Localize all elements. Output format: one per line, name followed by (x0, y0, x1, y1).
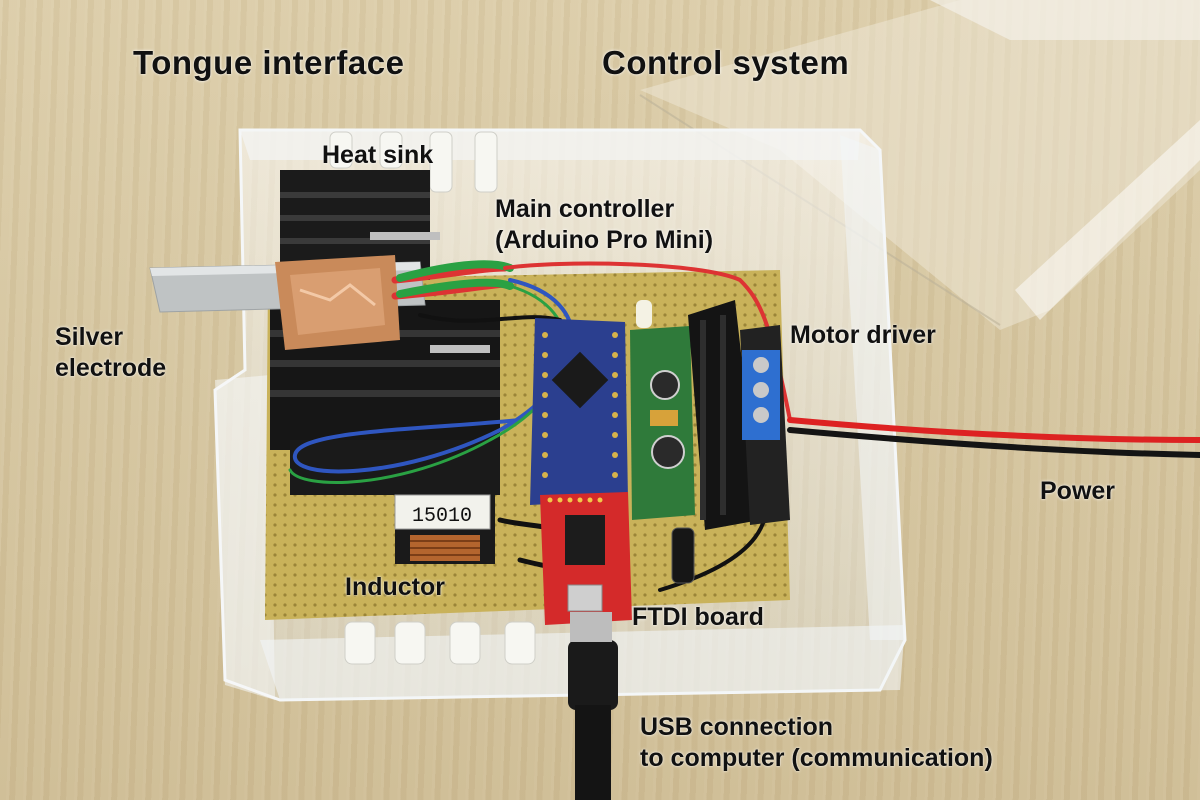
ftdi-board-part (540, 492, 632, 625)
label-inductor: Inductor (345, 573, 445, 601)
label-usb-connection: USB connection to computer (communicatio… (640, 712, 993, 774)
copper-tape (275, 255, 400, 350)
acrylic-lid (639, 0, 1200, 330)
label-main-controller: Main controller (Arduino Pro Mini) (495, 194, 713, 256)
inductor-part: 15010 (394, 492, 495, 564)
label-silver-electrode-line2: electrode (55, 354, 167, 382)
label-silver-electrode: Silver electrode (55, 322, 166, 384)
screw-terminal (742, 350, 780, 440)
label-power: Power (1040, 477, 1116, 505)
usb-cable (568, 612, 618, 800)
label-motor-driver: Motor driver (790, 321, 936, 349)
label-silver-electrode-line1: Silver (55, 323, 124, 351)
label-main-controller-line1: Main controller (495, 195, 675, 223)
standoffs-bottom (344, 621, 536, 665)
heading-control-system: Control system (602, 44, 850, 81)
arduino-pro-mini-part (530, 318, 628, 505)
inductor-code: 15010 (412, 505, 472, 528)
label-heat-sink: Heat sink (322, 141, 434, 169)
label-usb-connection-line2: to computer (communication) (640, 744, 993, 772)
label-usb-connection-line1: USB connection (640, 713, 834, 741)
motor-driver-part (671, 300, 790, 584)
heading-tongue-interface: Tongue interface (133, 44, 405, 81)
standoffs-top (329, 131, 498, 193)
driver-board-part (630, 300, 695, 520)
label-ftdi-board: FTDI board (632, 603, 764, 631)
label-main-controller-line2: (Arduino Pro Mini) (495, 226, 714, 254)
